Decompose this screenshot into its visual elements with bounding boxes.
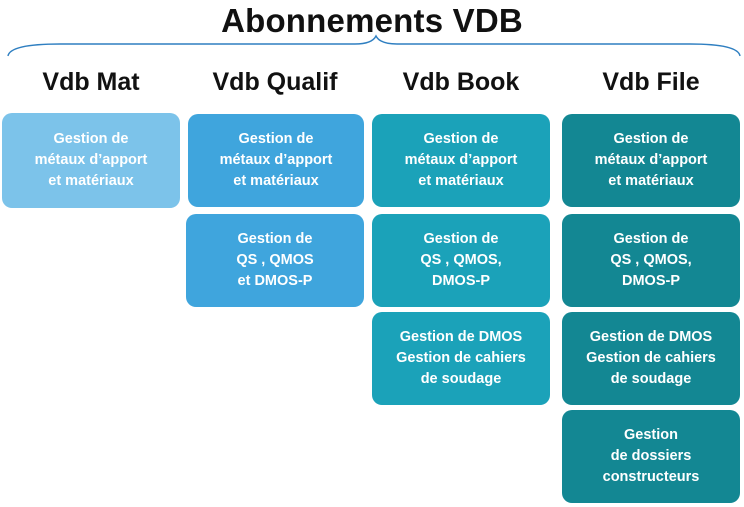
box-file-dossiers: Gestion de dossiers constructeurs — [562, 410, 740, 503]
box-book-dmos-cahiers: Gestion de DMOS Gestion de cahiers de so… — [372, 312, 550, 405]
column-header-vdb-qualif: Vdb Qualif — [212, 68, 338, 96]
grouping-brace — [7, 34, 741, 57]
box-file-dmos-cahiers: Gestion de DMOS Gestion de cahiers de so… — [562, 312, 740, 405]
box-book-metaux: Gestion de métaux d’apport et matériaux — [372, 114, 550, 207]
column-header-vdb-book: Vdb Book — [402, 68, 520, 96]
box-book-qs-qmos: Gestion de QS , QMOS, DMOS-P — [372, 214, 550, 307]
box-file-metaux: Gestion de métaux d’apport et matériaux — [562, 114, 740, 207]
box-qualif-metaux: Gestion de métaux d’apport et matériaux — [188, 114, 364, 207]
column-header-vdb-mat: Vdb Mat — [42, 68, 140, 96]
diagram-title: Abonnements VDB — [221, 2, 523, 39]
box-file-qs-qmos: Gestion de QS , QMOS, DMOS-P — [562, 214, 740, 307]
column-header-vdb-file: Vdb File — [602, 68, 700, 96]
box-mat-metaux: Gestion de métaux d’apport et matériaux — [2, 113, 180, 208]
box-qualif-qs-qmos: Gestion de QS , QMOS et DMOS-P — [186, 214, 364, 307]
